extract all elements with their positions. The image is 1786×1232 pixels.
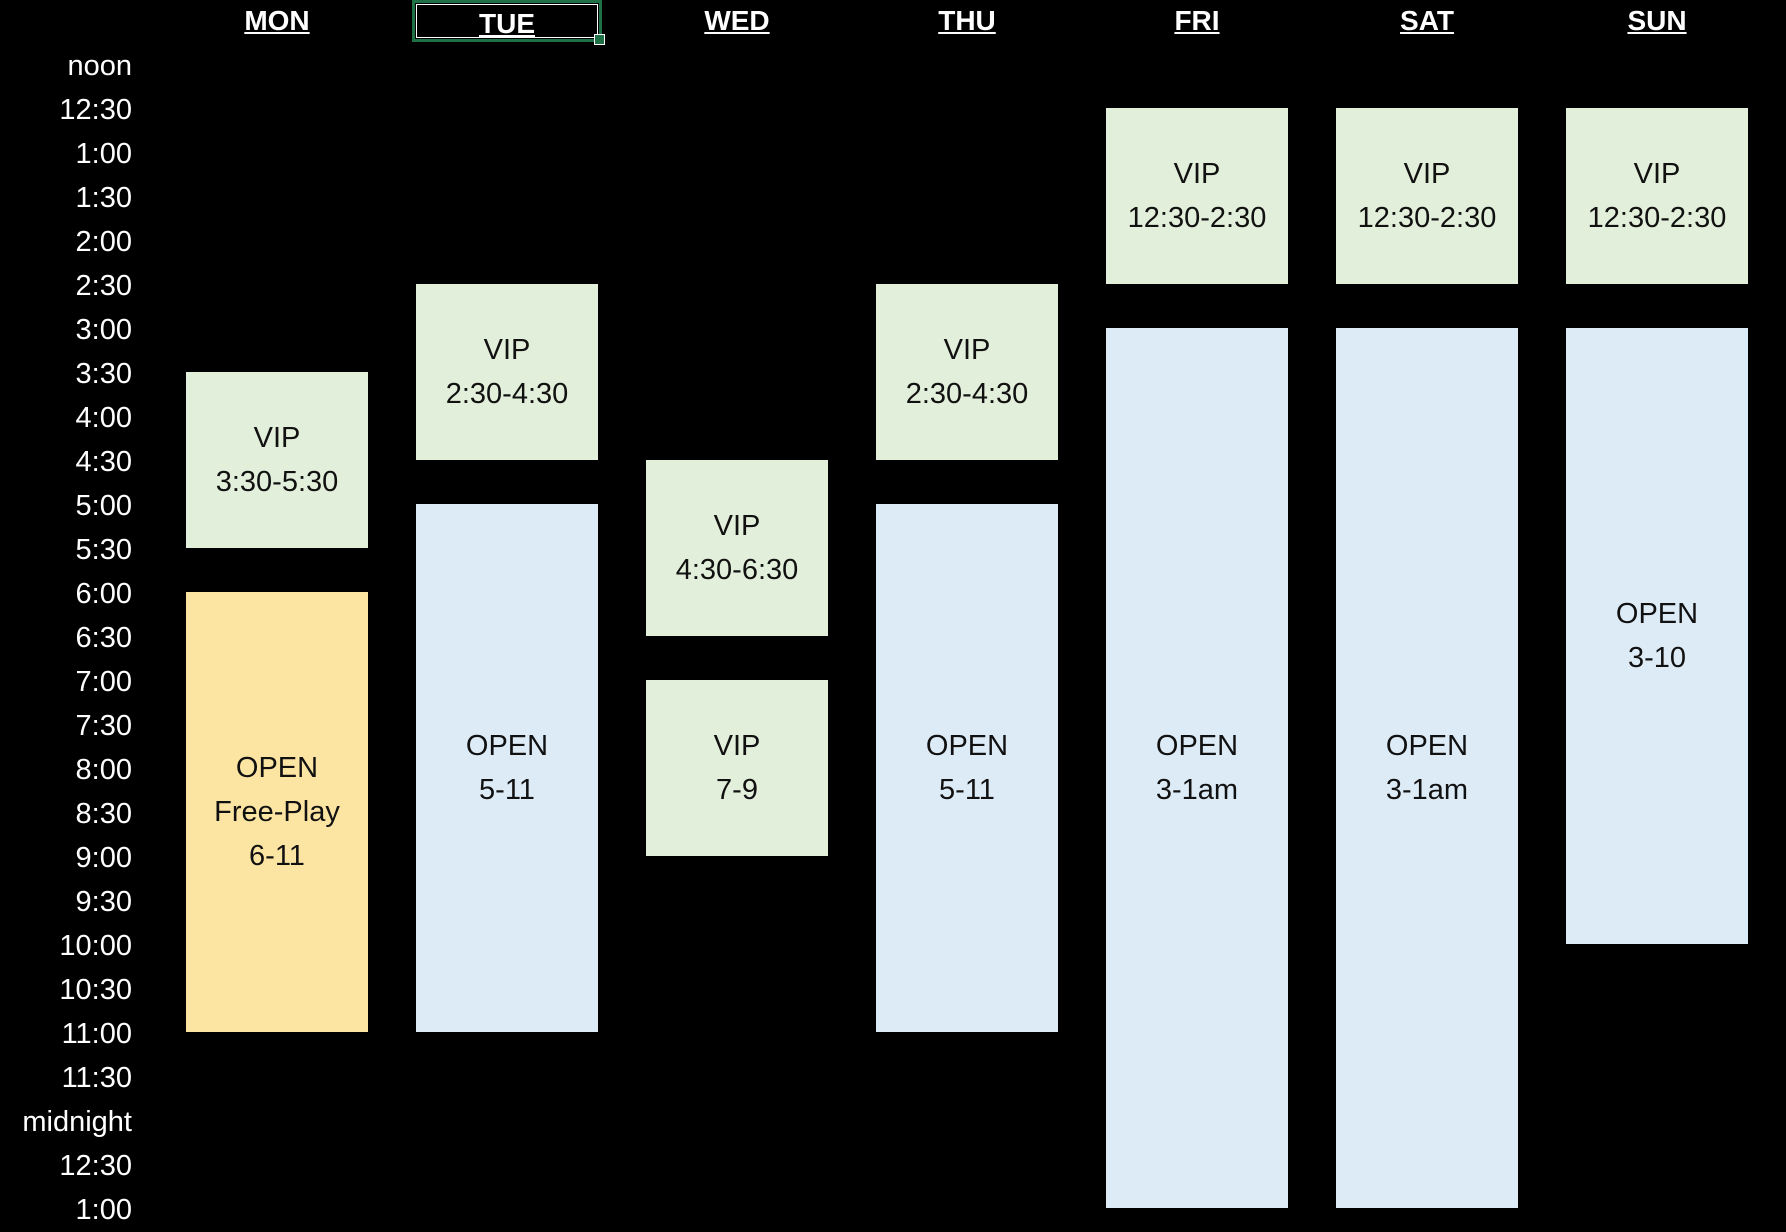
time-label: 7:00 [75, 666, 132, 698]
schedule-block-vip[interactable]: VIP 3:30-5:30 [186, 372, 368, 548]
day-header-sat[interactable]: SAT [1400, 5, 1454, 36]
selection-fill-handle[interactable] [594, 34, 605, 45]
day-header-tue[interactable]: TUE [412, 0, 605, 45]
time-label: 10:00 [59, 930, 132, 962]
time-label: 9:30 [75, 886, 132, 918]
schedule-block-open[interactable]: OPEN 3-10 [1566, 328, 1748, 944]
time-label: 7:30 [75, 710, 132, 742]
time-label: 12:30 [59, 1150, 132, 1182]
time-label: 5:00 [75, 490, 132, 522]
schedule-block-vip[interactable]: VIP 2:30-4:30 [416, 284, 598, 460]
time-label: 4:00 [75, 402, 132, 434]
time-label: 11:00 [61, 1018, 132, 1050]
time-label: 12:30 [59, 94, 132, 126]
schedule-block-vip[interactable]: VIP 7-9 [646, 680, 828, 856]
time-label: 4:30 [75, 446, 132, 478]
time-label: 10:30 [59, 974, 132, 1006]
schedule-block-open[interactable]: OPEN 3-1am [1336, 328, 1518, 1208]
time-label: 2:30 [75, 270, 132, 302]
time-label: 1:00 [75, 1194, 132, 1226]
time-label: 5:30 [75, 534, 132, 566]
schedule-block-free-play[interactable]: OPEN Free-Play 6-11 [186, 592, 368, 1032]
schedule-block-vip[interactable]: VIP 12:30-2:30 [1336, 108, 1518, 284]
time-label: midnight [22, 1106, 132, 1138]
time-label: 8:00 [75, 754, 132, 786]
day-header-thu[interactable]: THU [938, 5, 996, 36]
time-label: 6:00 [75, 578, 132, 610]
time-label: 3:00 [75, 314, 132, 346]
schedule-block-vip[interactable]: VIP 12:30-2:30 [1566, 108, 1748, 284]
time-label: noon [67, 50, 132, 82]
day-header-mon[interactable]: MON [244, 5, 310, 36]
day-header-sun[interactable]: SUN [1627, 5, 1687, 36]
time-label: 6:30 [75, 622, 132, 654]
time-label: 3:30 [75, 358, 132, 390]
schedule-block-open[interactable]: OPEN 3-1am [1106, 328, 1288, 1208]
day-header-fri[interactable]: FRI [1174, 5, 1220, 36]
time-label: 1:00 [75, 138, 132, 170]
time-label: 1:30 [75, 182, 132, 214]
day-header-wed[interactable]: WED [704, 5, 770, 36]
schedule-block-open[interactable]: OPEN 5-11 [416, 504, 598, 1032]
time-label: 8:30 [75, 798, 132, 830]
time-label: 2:00 [75, 226, 132, 258]
time-label: 11:30 [61, 1062, 132, 1094]
schedule-block-vip[interactable]: VIP 4:30-6:30 [646, 460, 828, 636]
schedule-block-open[interactable]: OPEN 5-11 [876, 504, 1058, 1032]
schedule-block-vip[interactable]: VIP 12:30-2:30 [1106, 108, 1288, 284]
time-label: 9:00 [75, 842, 132, 874]
schedule-block-vip[interactable]: VIP 2:30-4:30 [876, 284, 1058, 460]
